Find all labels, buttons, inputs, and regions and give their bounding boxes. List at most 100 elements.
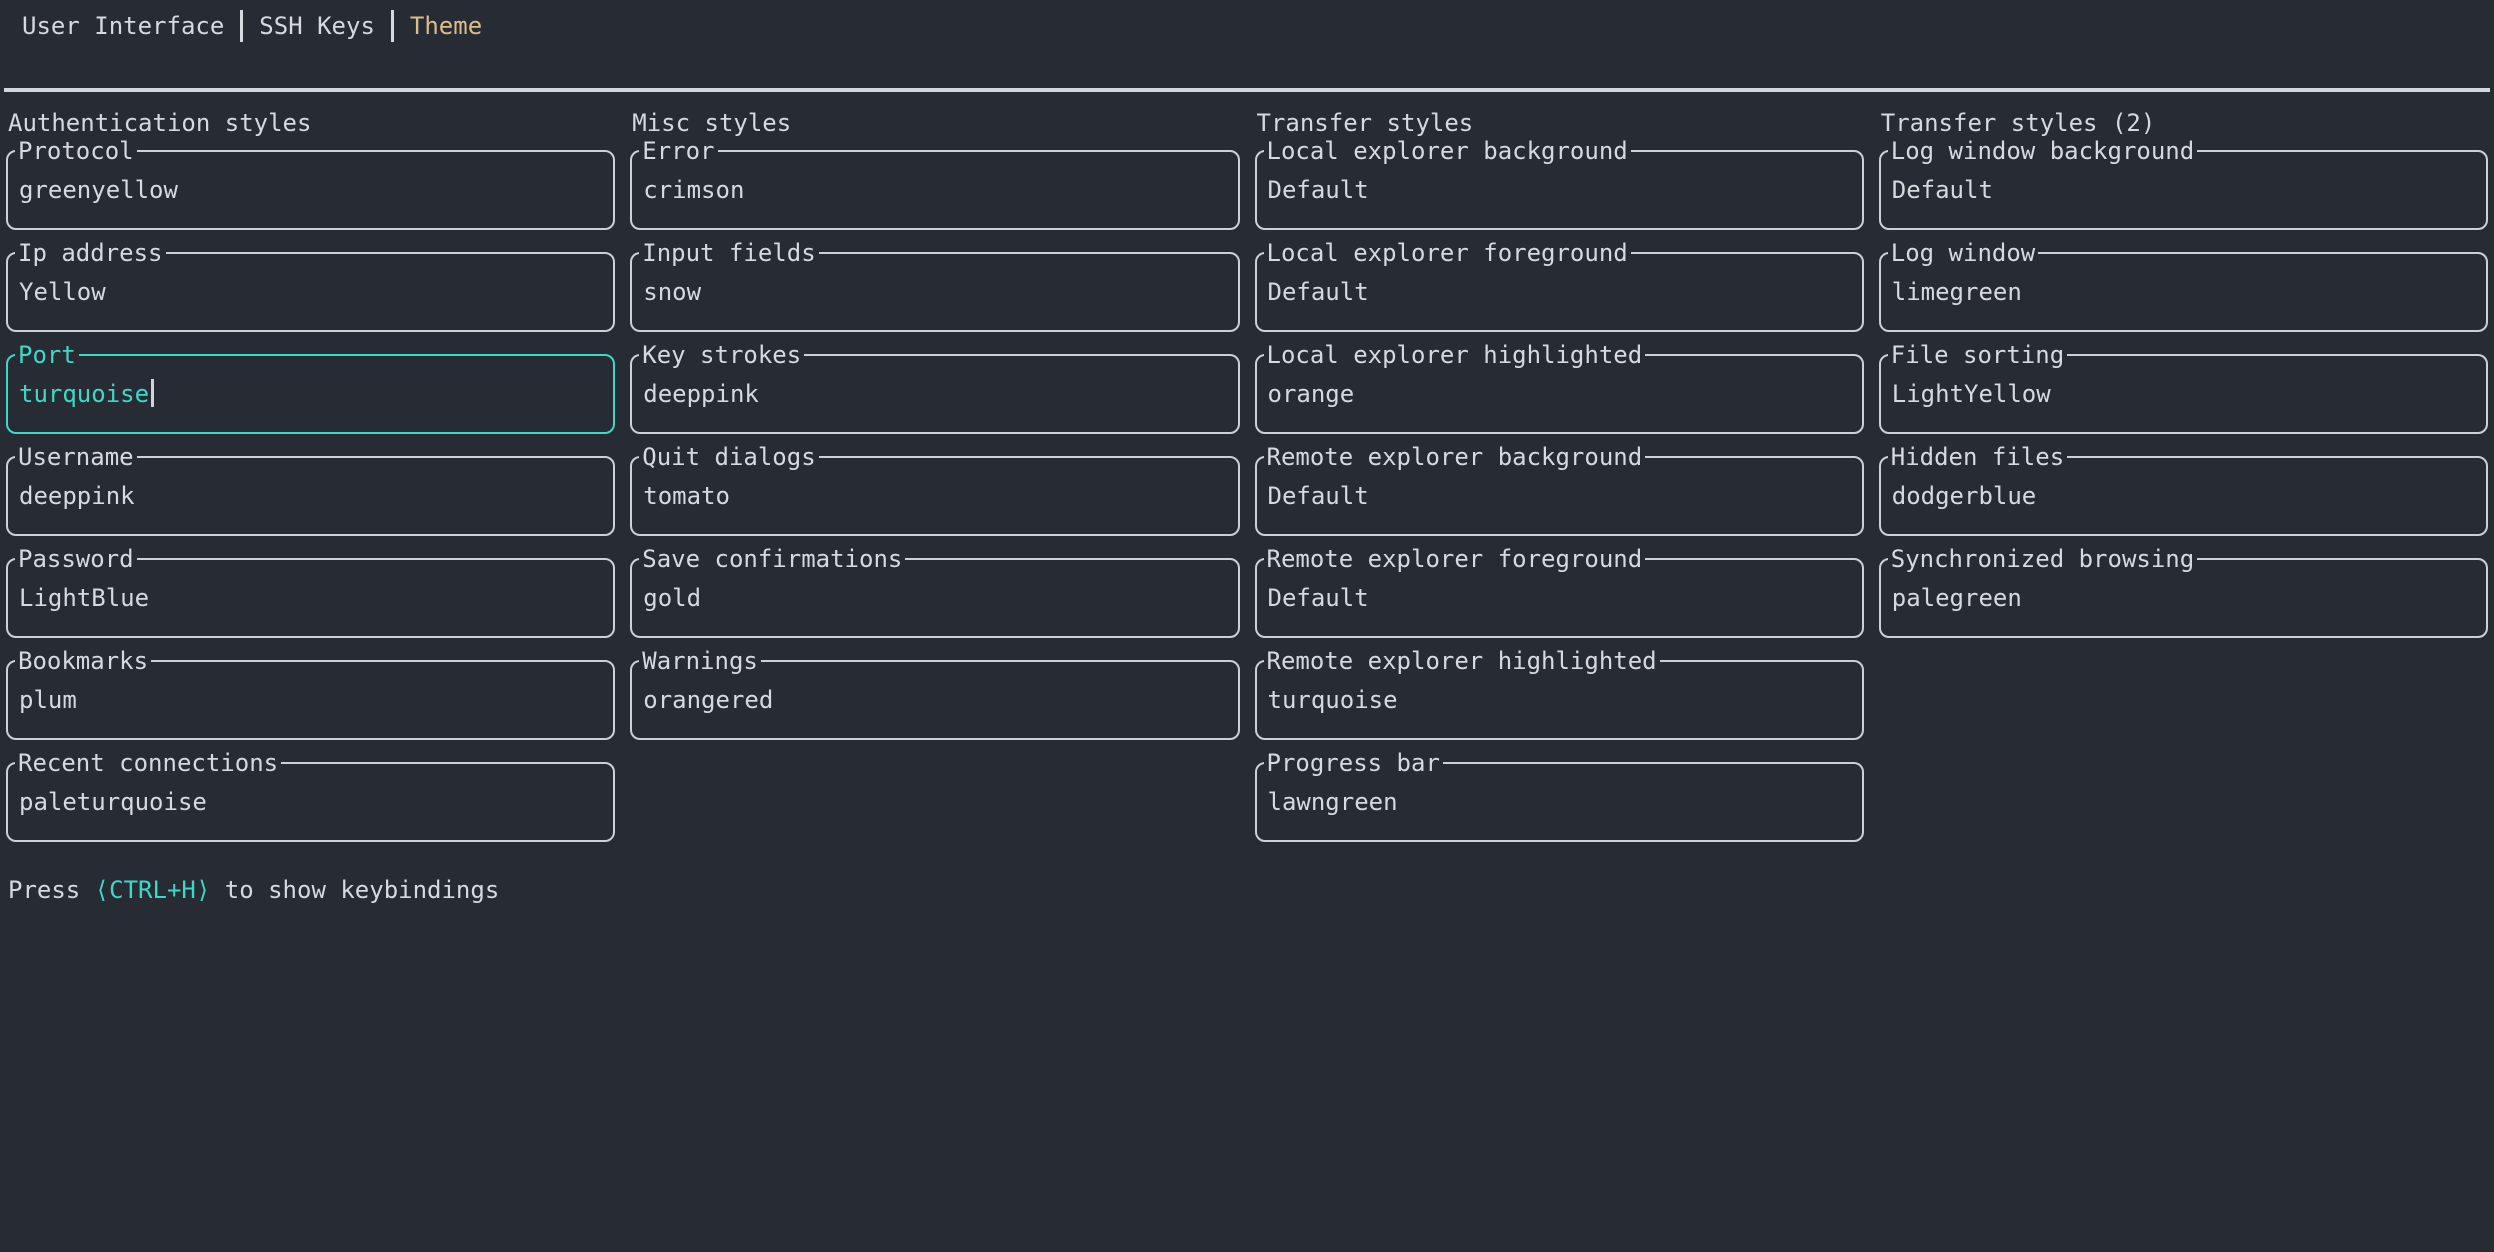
tab-separator (240, 10, 244, 42)
field-value: plum (19, 686, 77, 714)
field-key-strokes[interactable]: Key strokes deeppink (630, 341, 1240, 434)
status-suffix: to show keybindings (210, 876, 500, 904)
field-value-row: Default (1268, 481, 1369, 511)
field-value-row: gold (643, 583, 701, 613)
field-value-row: LightBlue (19, 583, 149, 613)
field-label: Error (639, 137, 718, 165)
field-value-row: paleturquoise (19, 787, 207, 817)
field-remote-explorer-highlighted[interactable]: Remote explorer highlighted turquoise (1254, 647, 1864, 740)
field-label: Local explorer background (1263, 137, 1631, 165)
field-value: palegreen (1891, 584, 2022, 612)
status-bar: Press ⟨CTRL+H⟩ to show keybindings (0, 874, 2494, 906)
field-value: orangered (643, 686, 774, 714)
text-cursor (151, 379, 155, 407)
field-port[interactable]: Port turquoise (6, 341, 616, 434)
field-label: Log window (1887, 239, 2039, 267)
field-value-row: LightYellow (1892, 379, 2051, 409)
field-value-row: palegreen (1892, 583, 2022, 613)
field-label: Local explorer foreground (1263, 239, 1631, 267)
field-value-row: turquoise (19, 379, 155, 409)
field-value: paleturquoise (19, 788, 207, 816)
field-value: Default (1267, 278, 1369, 306)
field-error[interactable]: Error crimson (630, 137, 1240, 230)
field-value: orange (1267, 380, 1355, 408)
field-value: Yellow (19, 278, 106, 306)
field-label: Remote explorer foreground (1263, 545, 1646, 573)
column-title: Transfer styles (1256, 109, 1474, 137)
column-title: Authentication styles (8, 109, 312, 137)
field-label: Key strokes (639, 341, 805, 369)
field-bookmarks[interactable]: Bookmarks plum (6, 647, 616, 740)
field-value: turquoise (1267, 686, 1398, 714)
field-label: Input fields (639, 239, 819, 267)
field-label: Save confirmations (639, 545, 906, 573)
app-root: User Interface SSH Keys Theme Authenticati… (0, 0, 2494, 906)
field-value-row: dodgerblue (1892, 481, 2037, 511)
field-value: gold (643, 584, 702, 612)
field-value: tomato (643, 482, 730, 510)
keybinding-hint: ⟨CTRL+H⟩ (94, 876, 211, 904)
field-value-row: Default (1268, 583, 1369, 613)
field-value-row: tomato (643, 481, 730, 511)
tab-bar: User Interface SSH Keys Theme (0, 0, 2494, 44)
field-label: Progress bar (1263, 749, 1443, 777)
field-value-row: orangered (643, 685, 773, 715)
field-label: Warnings (639, 647, 761, 675)
field-value: dodgerblue (1891, 482, 2037, 510)
field-label: Password (15, 545, 137, 573)
field-value-row: deeppink (643, 379, 759, 409)
field-label: Port (15, 341, 79, 369)
field-value-row: greenyellow (19, 175, 178, 205)
field-value-row: orange (1268, 379, 1355, 409)
field-label: Remote explorer highlighted (1263, 647, 1660, 675)
field-value-row: Default (1268, 277, 1369, 307)
column-title: Misc styles (632, 109, 792, 137)
field-value: deeppink (19, 482, 135, 510)
field-label: Username (15, 443, 137, 471)
field-label: Remote explorer background (1263, 443, 1646, 471)
field-value-row: crimson (643, 175, 744, 205)
field-value: Default (1267, 176, 1369, 204)
field-value: LightBlue (19, 584, 150, 612)
field-value: greenyellow (19, 176, 178, 204)
tab-ssh-keys[interactable]: SSH Keys (259, 12, 375, 40)
field-label: Protocol (15, 137, 137, 165)
field-log-window[interactable]: Log window limegreen (1878, 239, 2488, 332)
field-input-fields[interactable]: Input fields snow (630, 239, 1240, 332)
field-label: Bookmarks (15, 647, 152, 675)
column-title: Transfer styles (2) (1880, 109, 2156, 137)
field-value-row: plum (19, 685, 77, 715)
tab-theme[interactable]: Theme (409, 12, 483, 40)
field-progress-bar[interactable]: Progress bar lawngreen (1254, 749, 1864, 842)
field-value: turquoise (19, 380, 150, 408)
field-value: limegreen (1891, 278, 2022, 306)
field-value: deeppink (643, 380, 759, 408)
field-value-row: lawngreen (1268, 787, 1398, 817)
tab-user-interface[interactable]: User Interface (22, 12, 225, 40)
field-save-confirmations[interactable]: Save confirmations gold (630, 545, 1240, 638)
field-label: Local explorer highlighted (1263, 341, 1646, 369)
field-warnings[interactable]: Warnings orangered (630, 647, 1240, 740)
field-value: Default (1891, 176, 1993, 204)
field-protocol[interactable]: Protocol greenyellow (6, 137, 616, 230)
field-username[interactable]: Username deeppink (6, 443, 616, 536)
field-local-explorer-highlighted[interactable]: Local explorer highlighted orange (1254, 341, 1864, 434)
column-transfer-styles-2: Transfer styles (2)Log window background… (1878, 108, 2488, 660)
field-value: Default (1267, 584, 1369, 612)
field-value: snow (643, 278, 702, 306)
field-value: lawngreen (1267, 788, 1398, 816)
